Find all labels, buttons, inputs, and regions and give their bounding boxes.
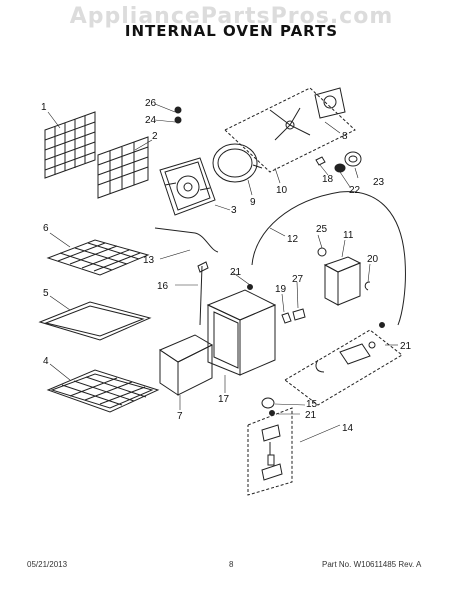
oven-rack-left bbox=[44, 111, 96, 179]
grommet bbox=[317, 247, 327, 257]
motor-bushing bbox=[334, 151, 362, 173]
callout-14: 14 bbox=[342, 423, 354, 434]
relay-board bbox=[323, 256, 362, 306]
callout-26: 26 bbox=[145, 98, 157, 109]
callout-21-b: 21 bbox=[400, 341, 412, 352]
callout-21-c: 21 bbox=[305, 410, 317, 421]
wire-harness bbox=[251, 191, 406, 326]
hook bbox=[364, 281, 371, 291]
broil-pan bbox=[38, 301, 152, 341]
callout-7: 7 bbox=[177, 411, 183, 422]
callout-6: 6 bbox=[43, 223, 49, 234]
cooling-fan-assembly bbox=[224, 87, 356, 173]
callout-17: 17 bbox=[218, 394, 230, 405]
callout-5: 5 bbox=[43, 288, 49, 299]
page-title: INTERNAL OVEN PARTS bbox=[124, 22, 339, 40]
lamp-socket bbox=[261, 397, 275, 409]
callout-3: 3 bbox=[231, 205, 237, 216]
callout-11: 11 bbox=[343, 230, 354, 241]
lamp-assembly bbox=[261, 424, 283, 481]
callout-1: 1 bbox=[41, 102, 47, 113]
watermark: AppliancePartsPros.com bbox=[69, 4, 394, 29]
callout-10: 10 bbox=[276, 185, 288, 196]
callout-19: 19 bbox=[275, 284, 287, 295]
broil-pan-grid bbox=[46, 369, 160, 413]
callout-8: 8 bbox=[342, 131, 348, 142]
convection-element bbox=[212, 143, 263, 183]
callout-20: 20 bbox=[367, 254, 379, 265]
probe bbox=[199, 265, 203, 326]
footer-date: 05/21/2013 bbox=[27, 560, 68, 569]
callout-12: 12 bbox=[287, 234, 299, 245]
wire-rack bbox=[46, 239, 150, 276]
callout-15: 15 bbox=[306, 399, 318, 410]
wire-clip bbox=[281, 312, 292, 324]
callout-9: 9 bbox=[250, 197, 256, 208]
small-clip bbox=[315, 156, 326, 166]
lamp-assembly-outline bbox=[247, 407, 293, 496]
temperature-sensor bbox=[154, 227, 219, 253]
convection-fan-cover bbox=[159, 157, 216, 216]
callout-22: 22 bbox=[349, 185, 361, 196]
insulation-panel bbox=[158, 334, 214, 396]
callout-2: 2 bbox=[152, 131, 158, 142]
callout-21-a: 21 bbox=[230, 267, 242, 278]
oven-rack-right bbox=[97, 136, 149, 199]
callout-27: 27 bbox=[292, 274, 304, 285]
callout-13: 13 bbox=[143, 255, 155, 266]
callout-4: 4 bbox=[43, 356, 49, 367]
connector bbox=[292, 308, 306, 321]
callout-25: 25 bbox=[316, 224, 328, 235]
callout-16: 16 bbox=[157, 281, 169, 292]
housing-box bbox=[206, 289, 277, 376]
footer-part-number: Part No. W10611485 Rev. A bbox=[322, 560, 422, 569]
lower-assembly-outline bbox=[284, 329, 403, 406]
footer-page-number: 8 bbox=[229, 560, 234, 569]
callout-23: 23 bbox=[373, 177, 385, 188]
callout-24: 24 bbox=[145, 115, 157, 126]
light-socket bbox=[315, 341, 376, 373]
callout-18: 18 bbox=[322, 174, 334, 185]
